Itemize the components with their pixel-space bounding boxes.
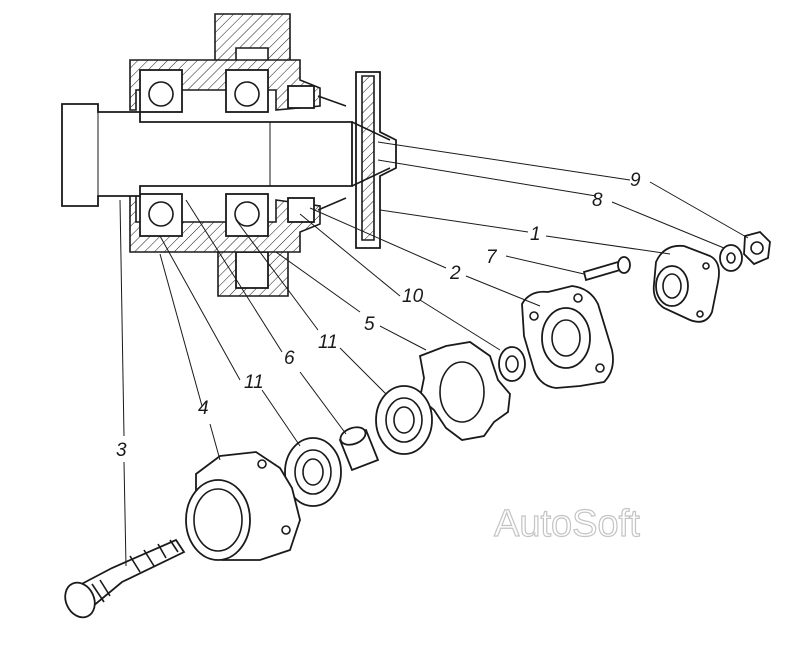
part-11-upper-ball-bearing [375, 385, 433, 455]
callout-7: 7 [486, 247, 498, 268]
callout-11-lower: 11 [244, 372, 264, 393]
callout-9: 9 [630, 170, 641, 191]
callout-labels: 9 8 1 7 2 10 5 11 6 11 4 3 [116, 170, 641, 461]
watermark: AutoSoft [494, 503, 640, 545]
part-7-bolt [582, 256, 631, 282]
part-3-splined-shaft [64, 538, 186, 619]
callout-10: 10 [402, 286, 424, 307]
callout-4: 4 [198, 398, 209, 419]
callout-6: 6 [284, 348, 295, 369]
part-2-bearing-cover [521, 285, 614, 389]
part-11-lower-ball-bearing [284, 437, 342, 507]
callout-8: 8 [592, 190, 603, 211]
part-4-housing [185, 451, 301, 561]
callout-2: 2 [449, 263, 461, 284]
callout-11-upper: 11 [318, 332, 338, 353]
leader-lines [119, 141, 749, 567]
part-10-washer [498, 346, 526, 382]
callout-3: 3 [116, 440, 127, 461]
callout-1: 1 [530, 224, 541, 245]
part-8-washer [719, 244, 743, 272]
part-5-gasket [418, 341, 511, 441]
part-9-nut [743, 230, 771, 266]
callout-5: 5 [364, 314, 375, 335]
housing-cross-section [61, 13, 397, 297]
part-6-spacer-bushing [338, 426, 380, 472]
part-1-splined-flange [652, 244, 720, 323]
